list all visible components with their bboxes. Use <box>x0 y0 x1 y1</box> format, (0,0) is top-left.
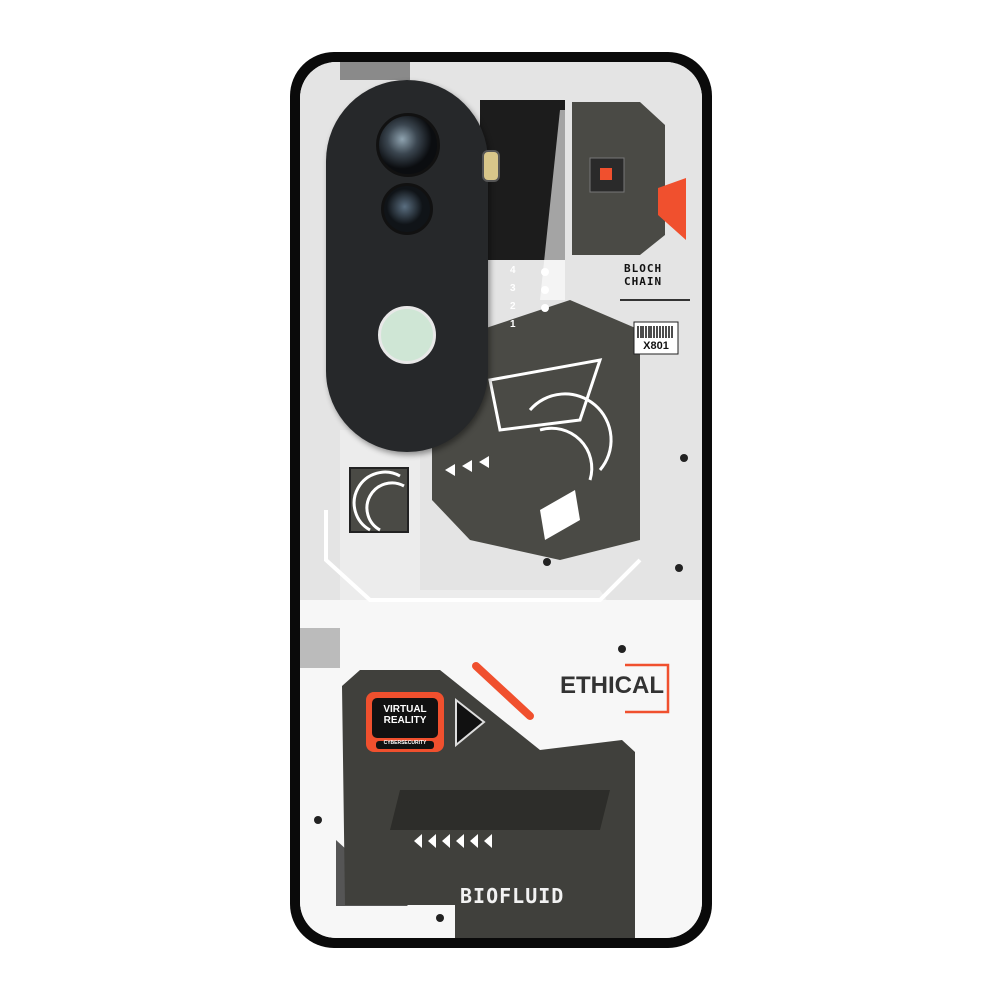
barcode <box>633 321 679 355</box>
flash-led <box>482 150 500 182</box>
step-number: 1 <box>510 319 516 330</box>
step-number: 3 <box>510 283 516 294</box>
secondary-camera-lens <box>381 183 433 235</box>
vr-line1: VIRTUAL <box>383 704 427 715</box>
main-camera-lens <box>376 113 440 177</box>
barcode-code: X801 <box>643 340 669 352</box>
block-chain-line1: BLOCH <box>624 262 663 275</box>
step-number: 4 <box>510 265 516 276</box>
flash-lens <box>378 306 436 364</box>
vr-subtitle: CYBERSECURITY <box>383 740 427 746</box>
case-artwork <box>300 62 702 938</box>
biofluid-label: BIOFLUID <box>460 884 565 908</box>
vr-line2: REALITY <box>383 715 427 726</box>
case-back-panel: BLOCH CHAIN X801 4 3 2 1 ETHICAL VIRTUAL… <box>300 62 702 938</box>
ethical-label: ETHICAL <box>560 672 664 699</box>
step-number: 2 <box>510 301 516 312</box>
block-chain-line2: CHAIN <box>624 275 663 288</box>
camera-module <box>326 80 488 452</box>
